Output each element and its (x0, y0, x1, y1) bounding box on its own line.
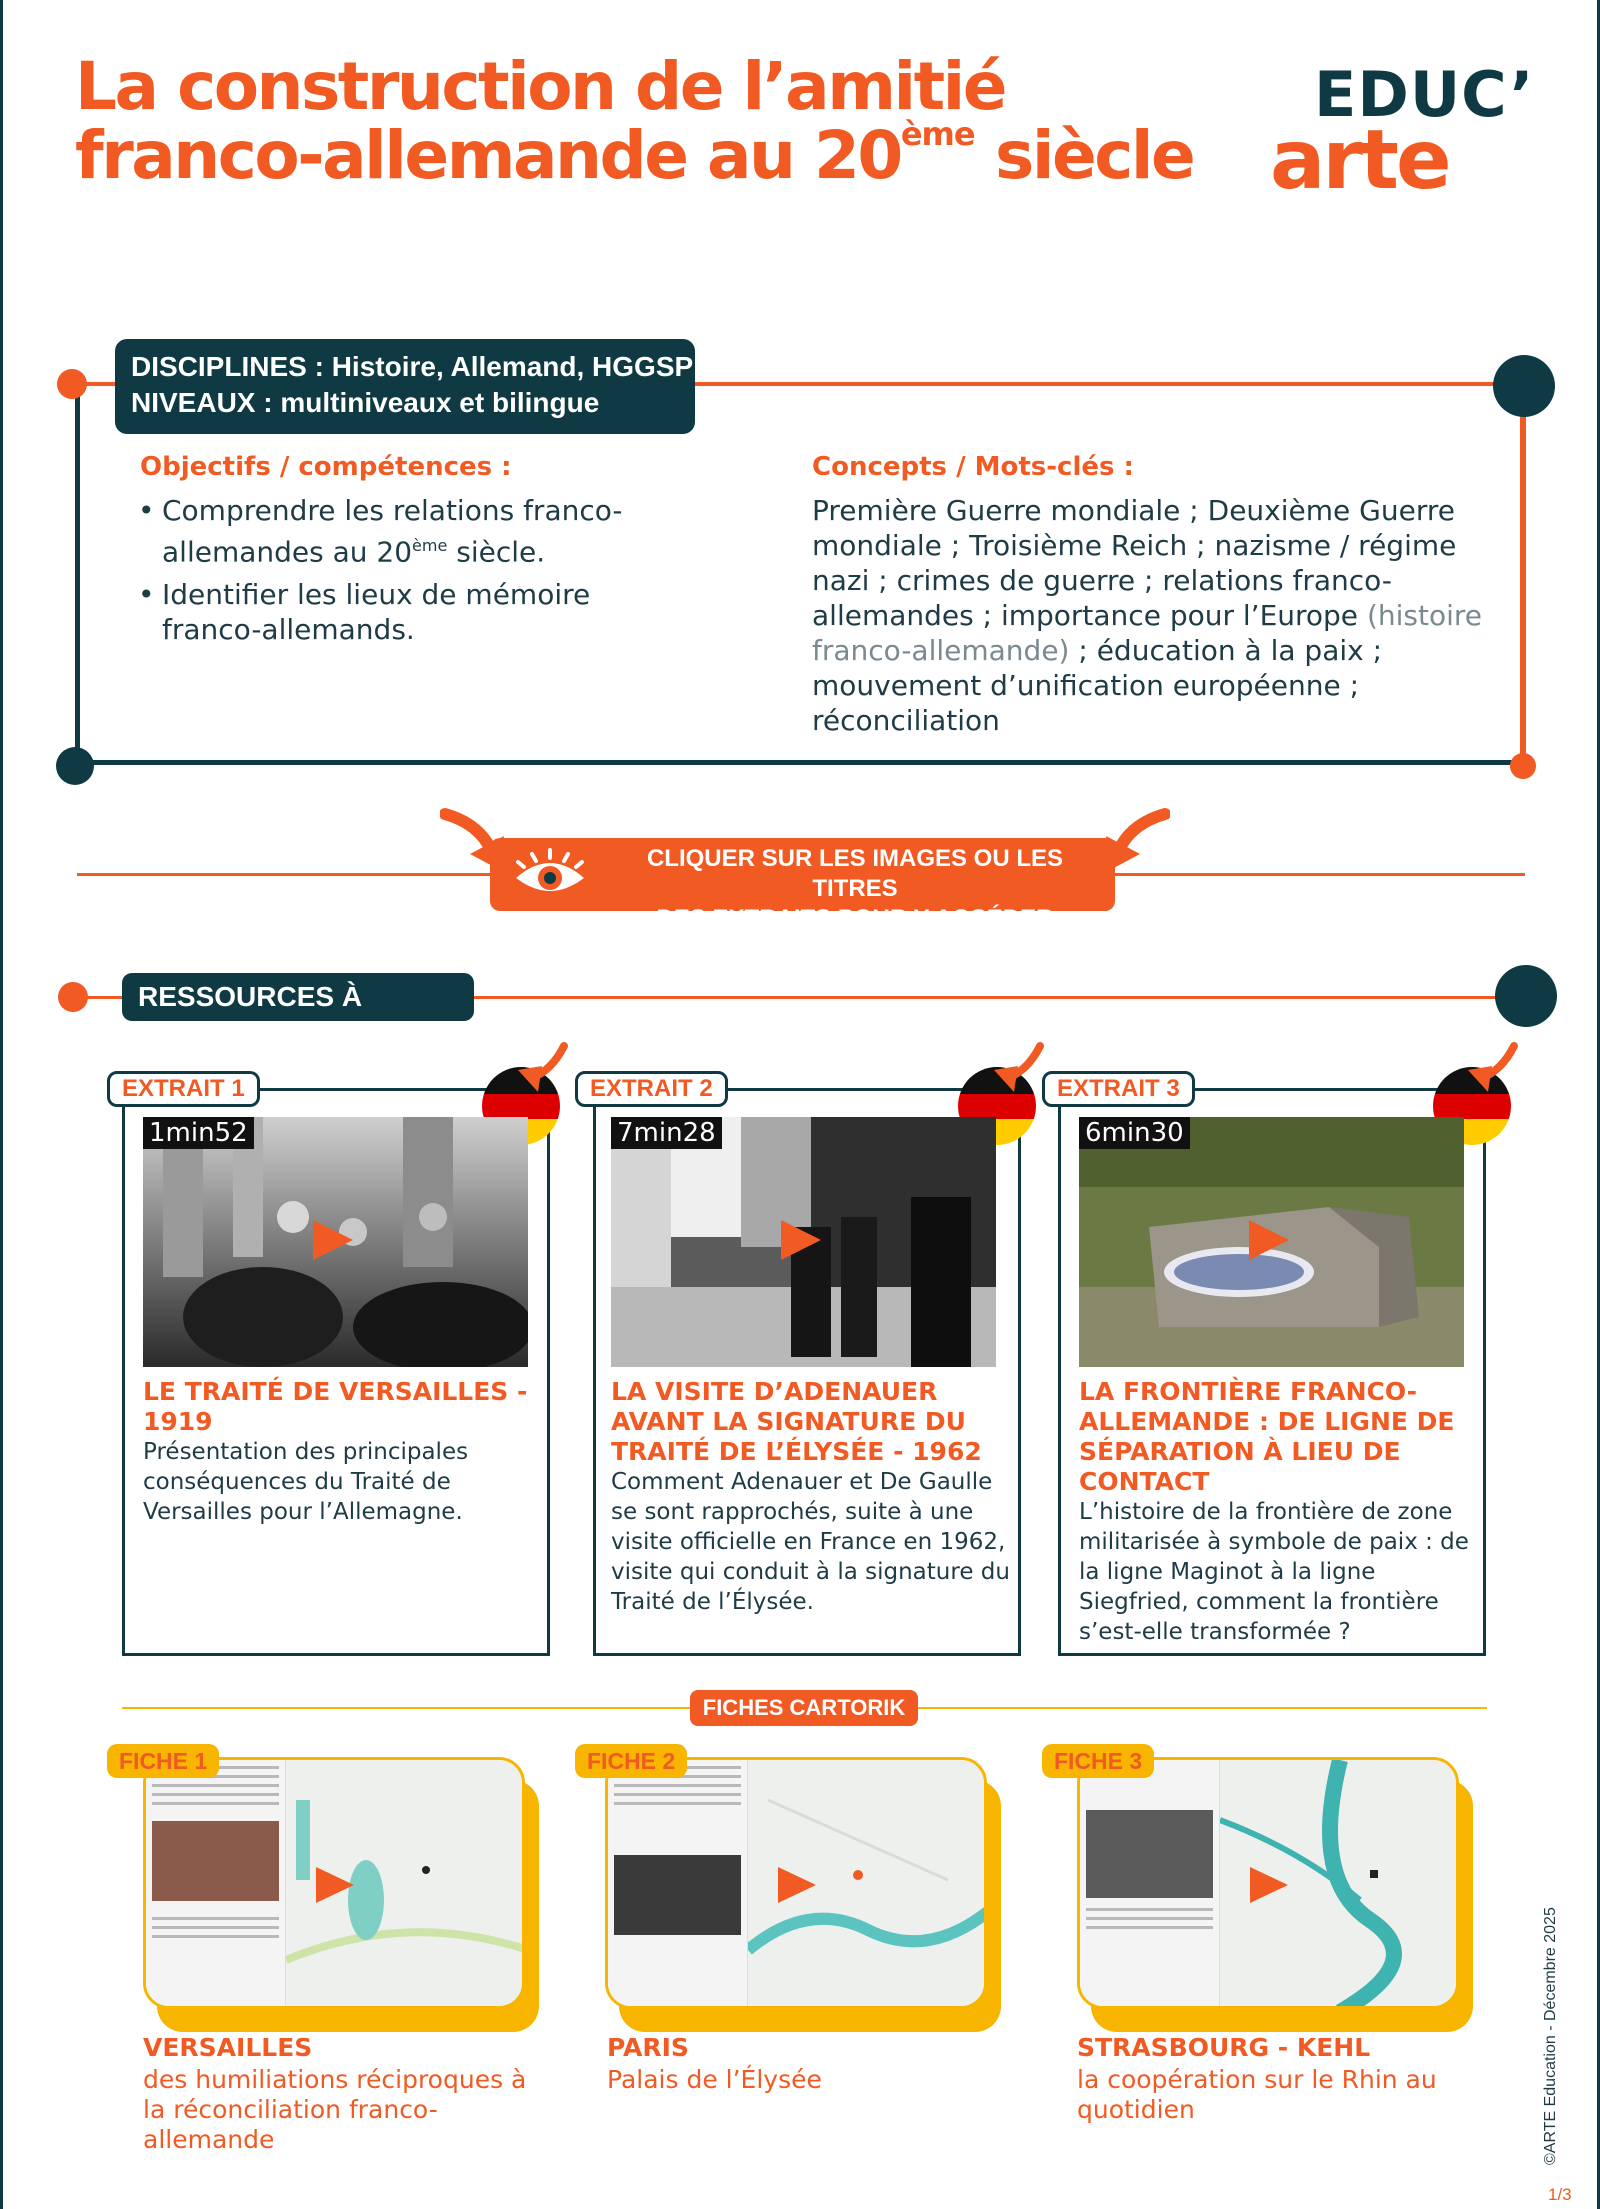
extract-title-1[interactable]: LE TRAITÉ DE VERSAILLES - 1919 (143, 1377, 528, 1436)
fiche-thumbnail-1[interactable] (143, 1757, 525, 2009)
logo-arte-text: arte (1270, 113, 1452, 208)
objectives-list: Comprendre les relations franco-allemand… (138, 493, 698, 655)
fiche-title-2[interactable]: PARIS (607, 2033, 689, 2062)
educ-arte-logo[interactable]: EDUC’ arte (1270, 58, 1534, 202)
extract-tag-1: EXTRAIT 1 (107, 1071, 260, 1107)
resources-label: RESSOURCES À UTILISER (122, 973, 474, 1060)
frame-dot-bottom-right (1510, 753, 1536, 779)
fiche-side-panel (146, 1760, 286, 2006)
resources-dot-left (58, 982, 88, 1012)
extract-card-1[interactable] (122, 1088, 550, 1656)
extract-title-2[interactable]: LA VISITE D’ADENAUER AVANT LA SIGNATURE … (611, 1377, 982, 1466)
play-icon[interactable] (781, 1220, 821, 1260)
extract-desc-1: Présentation des principales conséquence… (143, 1439, 469, 1525)
page-title: La construction de l’amitié franco-allem… (75, 52, 1225, 191)
fiche-side-panel (1080, 1760, 1220, 2006)
fiche-title-3[interactable]: STRASBOURG - KEHL (1077, 2033, 1371, 2062)
disciplines-row: DISCIPLINES : Histoire, Allemand, HGGSP (131, 351, 694, 382)
frame-top-line (60, 382, 1530, 386)
page-number: 1/3 (1548, 2185, 1572, 2204)
extract-thumbnail-3[interactable]: 6min30 (1079, 1117, 1464, 1367)
levels-row: NIVEAUX : multiniveaux et bilingue (131, 387, 600, 419)
banner-text: CLIQUER SUR LES IMAGES OU LES TITRES DES… (646, 845, 1064, 932)
extract-thumbnail-1[interactable]: 1min52 (143, 1117, 528, 1367)
title-line-2: franco-allemande au 20ème siècle (75, 115, 1196, 195)
click-instruction-banner: CLIQUER SUR LES IMAGES OU LES TITRES DES… (490, 838, 1115, 932)
disciplines-frame (75, 383, 1525, 765)
duration-badge: 1min52 (143, 1117, 254, 1149)
extract-desc-3: L’histoire de la frontière de zone milit… (1079, 1499, 1469, 1645)
extract-card-3[interactable] (1058, 1088, 1486, 1656)
disciplines-label: DISCIPLINES : Histoire, Allemand, HGGSP … (115, 339, 695, 434)
duration-badge: 7min28 (611, 1117, 722, 1149)
fiche-side-panel (608, 1760, 748, 2006)
pointer-arrow-icon (518, 1042, 568, 1092)
fiche-title-1[interactable]: VERSAILLES (143, 2033, 313, 2062)
play-icon[interactable] (1249, 1220, 1289, 1260)
frame-dot-bottom-left (56, 747, 94, 785)
pointer-arrow-icon (1468, 1042, 1518, 1092)
concepts-text: Première Guerre mondiale ; Deuxième Guer… (812, 494, 1482, 737)
resources-line (60, 996, 1530, 999)
fiche-thumbnail-3[interactable] (1077, 1757, 1459, 2009)
concepts-title: Concepts / Mots-clés : (812, 452, 1134, 482)
fiche-subtitle-2: Palais de l’Élysée (607, 2065, 822, 2094)
extract-desc-2: Comment Adenauer et De Gaulle se sont ra… (611, 1469, 1010, 1615)
play-icon[interactable] (316, 1867, 354, 1903)
frame-dot-top-right (1493, 355, 1555, 417)
play-icon[interactable] (1250, 1867, 1288, 1903)
play-icon[interactable] (313, 1220, 353, 1260)
eye-icon (516, 848, 584, 891)
frame-dot-top-left (57, 369, 87, 399)
extract-tag-3: EXTRAIT 3 (1042, 1071, 1195, 1107)
fiche-thumbnail-2[interactable] (605, 1757, 987, 2009)
fiche-subtitle-1: des humiliations réciproques à la réconc… (143, 2065, 527, 2154)
title-line-1: La construction de l’amitié (75, 48, 1008, 125)
extract-tag-2: EXTRAIT 2 (575, 1071, 728, 1107)
fiche-tag-2: FICHE 2 (575, 1744, 688, 1778)
cartorik-label: FICHES CARTORIK (690, 1690, 918, 1726)
frame-right-line (1520, 384, 1526, 764)
objective-item: Identifier les lieux de mémoire franco-a… (138, 577, 698, 647)
resources-dot-right (1495, 965, 1557, 1027)
pointer-arrow-icon (994, 1042, 1044, 1092)
copyright-text: ©ARTE Education - Décembre 2025 (1542, 1907, 1559, 2165)
extract-card-2[interactable] (593, 1088, 1021, 1656)
duration-badge: 6min30 (1079, 1117, 1190, 1149)
extract-thumbnail-2[interactable]: 7min28 (611, 1117, 996, 1367)
objective-item: Comprendre les relations franco-allemand… (138, 493, 698, 569)
fiche-tag-1: FICHE 1 (107, 1744, 220, 1778)
play-icon[interactable] (778, 1867, 816, 1903)
logo-educ-text: EDUC’ (1314, 58, 1535, 131)
objectives-title: Objectifs / compétences : (140, 452, 512, 482)
extract-title-3[interactable]: LA FRONTIÈRE FRANCO-ALLEMANDE : DE LIGNE… (1079, 1377, 1455, 1496)
fiche-tag-3: FICHE 3 (1042, 1744, 1155, 1778)
fiche-subtitle-3: la coopération sur le Rhin au quotidien (1077, 2065, 1437, 2124)
